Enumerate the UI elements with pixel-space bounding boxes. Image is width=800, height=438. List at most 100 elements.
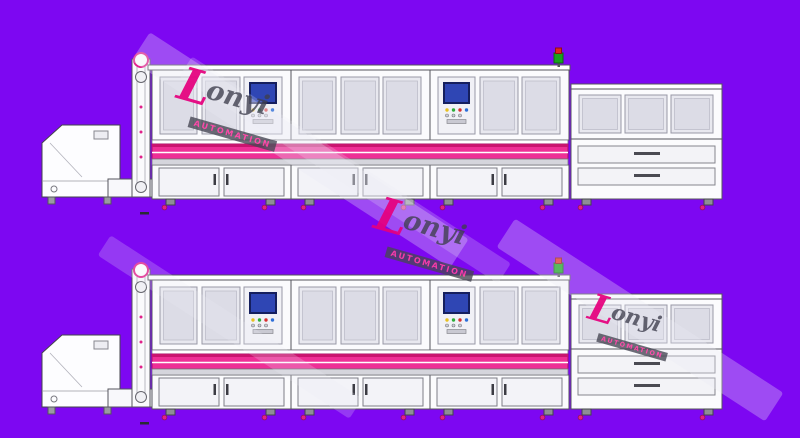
- door-handle: [352, 384, 355, 395]
- drawer: [577, 377, 716, 396]
- floor-mark: [140, 422, 149, 425]
- door-handle: [491, 174, 494, 185]
- signal-light-red: [555, 257, 562, 264]
- door-handle: [365, 384, 368, 395]
- machine-foot: [265, 198, 276, 206]
- hmi-screen: [445, 84, 468, 102]
- window-panel: [521, 76, 561, 135]
- caster-wheel: [699, 204, 706, 211]
- hmi-button: [458, 108, 462, 112]
- signal-tower: [553, 47, 564, 67]
- drawer-handle: [634, 362, 660, 365]
- hmi-button: [257, 318, 262, 322]
- hmi-control-panel: [243, 286, 283, 345]
- hopper-dial: [50, 395, 58, 403]
- top-frame-bar: [147, 274, 571, 281]
- hopper-dial: [50, 185, 58, 193]
- hmi-keyboard-slot: [252, 119, 274, 124]
- machine-leg: [103, 196, 112, 205]
- machine-foot: [304, 408, 315, 416]
- hmi-button: [451, 318, 456, 322]
- hmi-control-panel: [437, 76, 476, 135]
- cabinet-door: [297, 377, 359, 407]
- caster-wheel: [400, 204, 407, 211]
- caster-wheel: [300, 414, 307, 421]
- machine-foot: [404, 198, 415, 206]
- caster-wheel: [439, 204, 446, 211]
- door-handle: [504, 384, 507, 395]
- caster-wheel: [400, 414, 407, 421]
- drawer-handle: [634, 384, 660, 387]
- hopper-vent: [93, 130, 109, 140]
- window-panel: [159, 76, 198, 135]
- cabinet-door: [362, 377, 424, 407]
- caster-wheel: [539, 204, 546, 211]
- elevator-top-pulley: [133, 52, 149, 68]
- signal-tower: [553, 257, 564, 277]
- machine-foot: [443, 198, 454, 206]
- caster-wheel: [699, 414, 706, 421]
- signal-tower-pole: [557, 273, 560, 277]
- caster-wheel: [161, 414, 168, 421]
- caster-wheel: [439, 414, 446, 421]
- door-handle: [352, 174, 355, 185]
- cabinet-door: [501, 377, 563, 407]
- hmi-screen: [251, 84, 275, 102]
- machine-foot: [581, 408, 592, 416]
- machine-leg: [47, 406, 56, 415]
- drawer-handle: [634, 152, 660, 155]
- station-top-bar: [570, 83, 723, 90]
- hmi-keyboard-slot: [446, 119, 467, 124]
- drawer: [577, 145, 716, 164]
- production-line-drawing: [41, 257, 723, 425]
- hmi-control-panel: [243, 76, 283, 135]
- watermark-rest: onyi: [202, 74, 273, 122]
- cabinet-door: [158, 377, 220, 407]
- hmi-button: [464, 108, 469, 112]
- conveyor-base-strip: [151, 158, 569, 166]
- elevator-conveyor: [131, 262, 151, 408]
- machine-feet: [300, 198, 415, 211]
- window-panel: [479, 286, 519, 345]
- machine-feet: [300, 408, 415, 421]
- hmi-button: [451, 108, 456, 112]
- elevator-bottom-pulley: [135, 391, 147, 403]
- process-module-3: [429, 69, 570, 211]
- caster-wheel: [577, 204, 584, 211]
- cabinet-door: [362, 167, 424, 197]
- watermark-rest: onyi: [399, 204, 470, 252]
- elevator-conveyor: [131, 52, 151, 198]
- window-panel: [159, 286, 198, 345]
- door-handle: [226, 384, 229, 395]
- machine-foot: [165, 408, 176, 416]
- elevator-roller: [135, 71, 147, 83]
- production-line-drawing: [41, 47, 723, 215]
- machine-feet: [161, 198, 276, 211]
- drawer-handle: [634, 174, 660, 177]
- signal-light-red: [555, 47, 562, 54]
- machine-foot: [703, 198, 714, 206]
- window-panel: [624, 94, 668, 134]
- hmi-button: [257, 108, 262, 112]
- hmi-control-panel: [437, 286, 476, 345]
- lower-cabinet: [151, 164, 292, 200]
- lower-cabinet: [151, 374, 292, 410]
- machine-feet: [439, 198, 554, 211]
- elevator-bottom-pulley: [135, 181, 147, 193]
- machine-feet: [439, 408, 554, 421]
- window-panel: [201, 286, 241, 345]
- floor-mark: [140, 212, 149, 215]
- process-module-2: [290, 279, 431, 421]
- machine-foot: [443, 408, 454, 416]
- conveyor-top-edge: [152, 354, 568, 357]
- window-panel: [340, 286, 380, 345]
- caster-wheel: [261, 204, 268, 211]
- production-line-top: [38, 47, 728, 217]
- hmi-button: [458, 318, 462, 322]
- window-panel: [382, 286, 422, 345]
- door-handle: [213, 384, 216, 395]
- inspection-station: [570, 293, 723, 421]
- caster-wheel: [261, 414, 268, 421]
- watermark-rest: onyi: [608, 299, 665, 338]
